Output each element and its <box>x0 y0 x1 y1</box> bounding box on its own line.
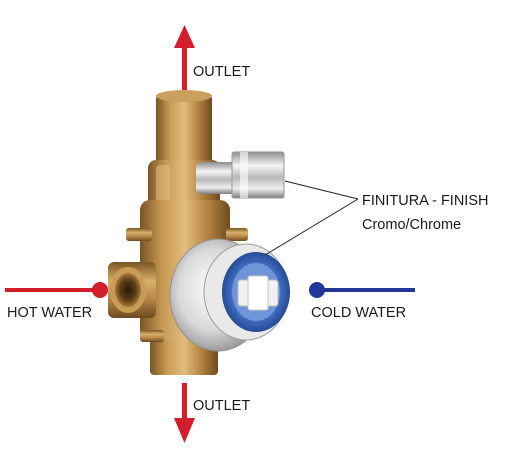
outlet-bottom-label: OUTLET <box>193 398 250 414</box>
finish-material-label: Cromo/Chrome <box>362 217 461 233</box>
hot-water-label: HOT WATER <box>7 305 92 321</box>
outlet-top-label: OUTLET <box>193 64 250 80</box>
diverter-stem <box>196 151 285 199</box>
finish-leader-lower <box>264 198 359 256</box>
cold-water-label: COLD WATER <box>311 305 406 321</box>
outlet-bottom-arrow <box>174 383 195 443</box>
mixer-cartridge <box>169 238 290 352</box>
cold-water-indicator <box>309 282 415 298</box>
outlet-top-arrow <box>174 25 195 90</box>
finish-leader-upper <box>284 180 359 200</box>
hot-water-indicator <box>5 282 108 298</box>
finish-label: FINITURA - FINISH <box>362 193 488 209</box>
